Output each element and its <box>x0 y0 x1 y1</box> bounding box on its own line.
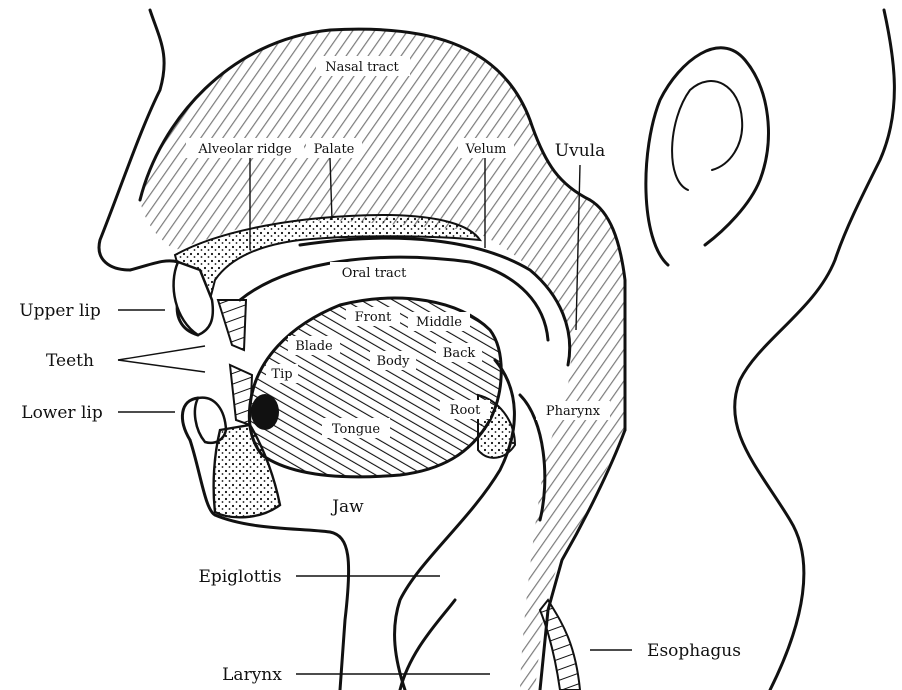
label-front: Front <box>355 310 392 325</box>
label-lower-lip: Lower lip <box>21 403 103 423</box>
label-body: Body <box>376 354 410 369</box>
label-nasal-tract: Nasal tract <box>325 60 399 75</box>
ear <box>646 48 769 265</box>
label-pharynx: Pharynx <box>546 404 601 419</box>
label-jaw: Jaw <box>330 497 364 517</box>
label-uvula: Uvula <box>555 141 605 161</box>
label-oral-tract: Oral tract <box>342 266 407 281</box>
label-velum: Velum <box>465 142 507 157</box>
label-middle: Middle <box>416 315 462 330</box>
label-teeth: Teeth <box>46 351 94 371</box>
label-root: Root <box>450 403 481 418</box>
label-blade: Blade <box>295 339 333 354</box>
label-upper-lip: Upper lip <box>19 301 101 321</box>
label-tongue: Tongue <box>332 422 381 437</box>
label-alveolar-ridge: Alveolar ridge <box>197 142 292 157</box>
label-tip: Tip <box>271 367 292 382</box>
label-epiglottis: Epiglottis <box>198 567 281 587</box>
label-larynx: Larynx <box>222 665 282 685</box>
label-back: Back <box>443 346 476 361</box>
label-esophagus: Esophagus <box>647 641 741 661</box>
label-palate: Palate <box>314 142 355 157</box>
head-back-outline <box>735 10 895 690</box>
